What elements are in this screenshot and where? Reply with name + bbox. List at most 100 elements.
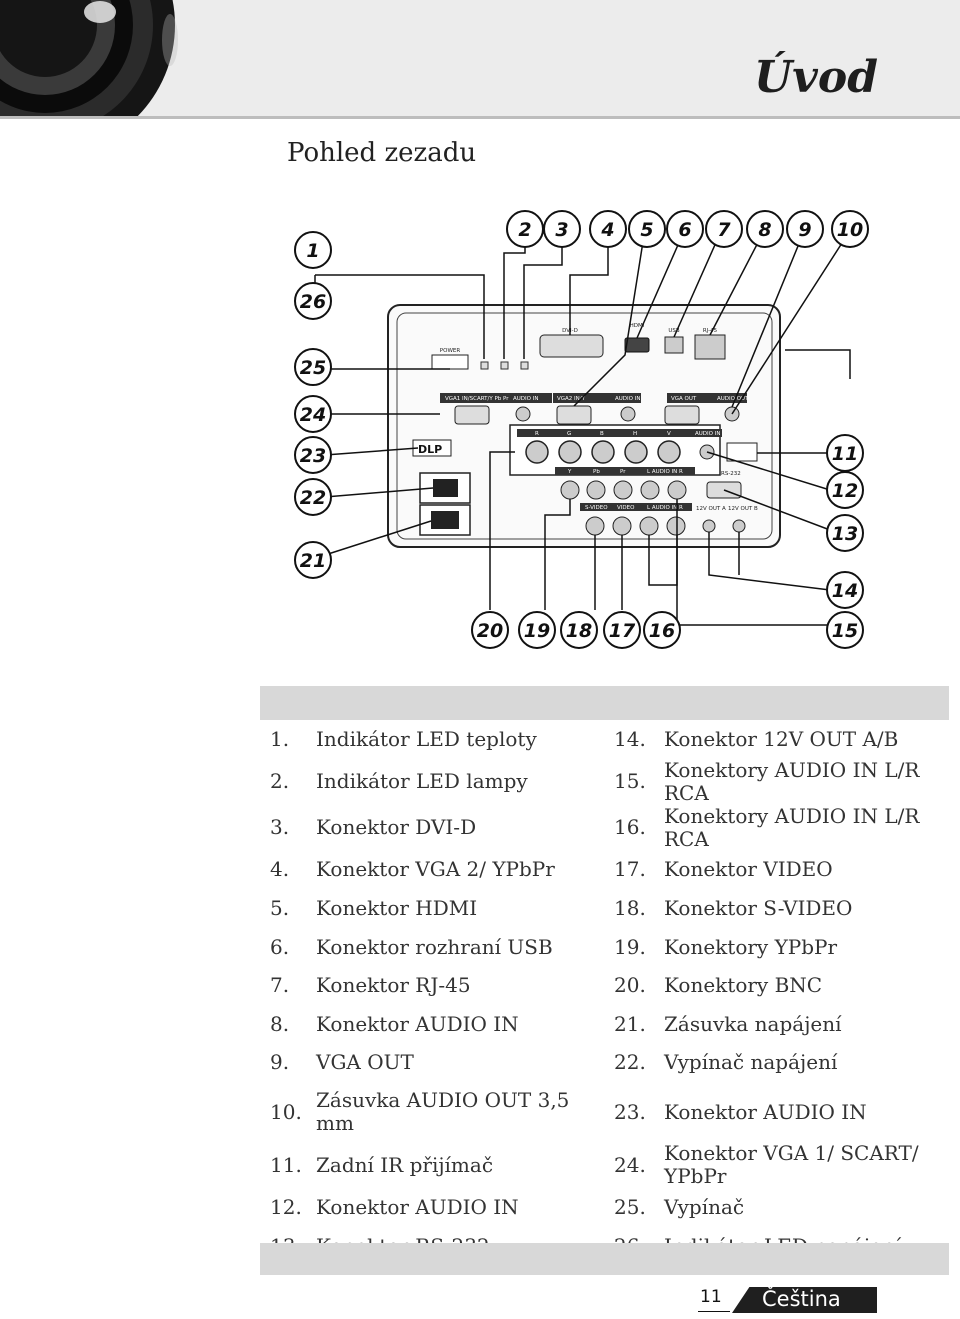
audio-lr-2-label: L AUDIO IN R <box>647 505 683 511</box>
dlp-logo: DLP <box>418 443 442 456</box>
legend-n2: 24. <box>614 1152 646 1177</box>
callout-11: 11 <box>832 443 858 465</box>
legend-t1: Konektor AUDIO IN <box>316 1194 519 1219</box>
out-a-label: 12V OUT A <box>696 506 726 512</box>
legend-t1: Konektor rozhraní USB <box>316 934 553 959</box>
callout-21: 21 <box>300 550 326 572</box>
legend-n1: 9. <box>270 1050 290 1075</box>
legend-t2: Vypínač napájení <box>664 1050 838 1075</box>
legend-n2: 19. <box>614 934 646 959</box>
legend-row: 8. Konektor AUDIO IN 21. Zásuvka napájení <box>260 1005 949 1044</box>
vga1-label: VGA1 IN/SCART/Y Pb Pr <box>445 396 509 402</box>
callout-15: 15 <box>832 620 858 642</box>
y-label: Y <box>567 469 572 475</box>
legend-t2: Vypínač <box>664 1194 745 1219</box>
legend-t2: Konektor VGA 1/ SCART/ YPbPr <box>664 1141 919 1189</box>
legend-t2: Konektory BNC <box>664 973 823 998</box>
chapter-title: Úvod <box>753 52 878 103</box>
legend-row: 9. VGA OUT 22. Vypínač napájení <box>260 1044 949 1083</box>
hdmi-label: HDMI <box>630 323 645 329</box>
audio-out-label: AUDIO OUT <box>717 396 749 402</box>
legend-n1: 4. <box>270 857 290 882</box>
callout-23: 23 <box>300 445 326 467</box>
bnc-b-label: B <box>600 431 604 437</box>
legend-t1: Konektor HDMI <box>316 895 478 920</box>
legend-t1: Konektor AUDIO IN <box>316 1011 519 1036</box>
callout-5: 5 <box>640 219 653 241</box>
legend-t1: Konektor DVI-D <box>316 815 477 840</box>
legend-row: 4. Konektor VGA 2/ YPbPr 17. Konektor VIDEO <box>260 851 949 890</box>
audio-in-1-label: AUDIO IN <box>513 396 538 402</box>
legend-n1: 2. <box>270 769 290 794</box>
vga2-label: VGA2 IN/Y <box>557 396 586 402</box>
callout-16: 16 <box>649 620 675 642</box>
legend-footer-bar <box>260 1243 949 1275</box>
callout-14: 14 <box>832 580 858 602</box>
legend-header-bar <box>260 686 949 720</box>
callout-18: 18 <box>566 620 592 642</box>
callout-12: 12 <box>832 480 858 502</box>
legend-n1: 5. <box>270 895 290 920</box>
callout-4: 4 <box>600 219 614 241</box>
legend-t2: Konektor 12V OUT A/B <box>664 726 899 751</box>
lens-graphic <box>0 0 230 116</box>
callout-7: 7 <box>717 219 731 241</box>
legend-t1: Konektor VGA 2/ YPbPr <box>316 857 555 882</box>
callout-10: 10 <box>837 219 863 241</box>
bnc-r-label: R <box>535 431 539 437</box>
callout-20: 20 <box>477 620 503 642</box>
legend-t2: Zásuvka napájení <box>664 1011 842 1036</box>
language-label: Čeština <box>762 1287 841 1311</box>
callout-6: 6 <box>678 219 691 241</box>
callout-3: 3 <box>555 219 568 241</box>
callout-26: 26 <box>300 291 326 313</box>
usb-label: USB <box>668 328 680 334</box>
legend-n2: 20. <box>614 973 646 998</box>
legend-t2: Konektory AUDIO IN L/R RCA <box>664 757 920 805</box>
audio-in-2-label: AUDIO IN <box>615 396 640 402</box>
bnc-v-label: V <box>667 431 671 437</box>
legend-row: 7. Konektor RJ-45 20. Konektory BNC <box>260 966 949 1005</box>
audio-lr-1-label: L AUDIO IN R <box>647 469 683 475</box>
callout-8: 8 <box>758 219 771 241</box>
legend-n2: 14. <box>614 726 646 751</box>
callout-24: 24 <box>300 404 326 426</box>
footer-underline <box>698 1311 730 1312</box>
legend-n1: 8. <box>270 1011 290 1036</box>
rj45-label: RJ-45 <box>703 328 718 334</box>
callout-13: 13 <box>832 523 858 545</box>
section-title: Pohled zezadu <box>287 138 477 168</box>
legend-row: 1. Indikátor LED teploty 14. Konektor 12V O… <box>260 720 949 759</box>
legend-t2: Konektory YPbPr <box>664 934 838 959</box>
bnc-h-label: H <box>633 431 637 437</box>
legend-n1: 12. <box>270 1194 302 1219</box>
legend-t1: VGA OUT <box>316 1050 414 1075</box>
header-divider <box>0 116 960 119</box>
callout-17: 17 <box>609 620 636 642</box>
out-b-label: 12V OUT B <box>728 506 758 512</box>
rear-panel-diagram: DVI-D HDMI USB RJ-45 POWER VGA1 IN/SCART… <box>285 205 885 675</box>
legend-n2: 22. <box>614 1050 646 1075</box>
legend-t1: Indikátor LED teploty <box>316 726 537 751</box>
legend-t1: Konektor RJ-45 <box>316 973 471 998</box>
callout-25: 25 <box>300 357 326 379</box>
legend-table: 1. Indikátor LED teploty 14. Konektor 12V O… <box>260 720 949 1265</box>
legend-t2: Konektor AUDIO IN <box>664 1099 867 1124</box>
callout-2: 2 <box>518 219 531 241</box>
vga-out-label: VGA OUT <box>671 396 697 402</box>
legend-n1: 7. <box>270 973 290 998</box>
page-number: 11 <box>700 1287 722 1307</box>
callout-bubbles: 1 2 3 4 5 6 7 8 9 10 11 12 13 1 <box>294 210 869 649</box>
legend-t2: Konektor VIDEO <box>664 857 833 882</box>
callout-22: 22 <box>300 487 326 509</box>
legend-t1: Zásuvka AUDIO OUT 3,5 mm <box>316 1088 570 1136</box>
legend-n2: 15. <box>614 769 646 794</box>
legend-n2: 21. <box>614 1011 646 1036</box>
legend-n2: 17. <box>614 857 646 882</box>
legend-n1: 1. <box>270 726 290 751</box>
pr-label: Pr <box>620 469 626 475</box>
